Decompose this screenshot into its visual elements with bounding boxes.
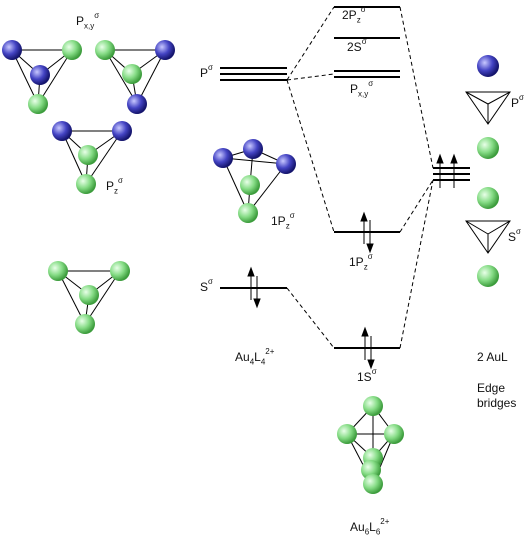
atom-green — [238, 203, 258, 223]
label-au4l4: Au4L42+ — [235, 347, 275, 367]
level-aul — [433, 167, 470, 181]
label-pxy-level: Px,yσ — [350, 79, 374, 99]
atom-blue — [52, 121, 72, 141]
label-2pz: 2Pzσ — [342, 5, 366, 25]
level-p-sigma — [220, 67, 287, 81]
atom-green — [384, 424, 404, 444]
atom-green — [76, 174, 96, 194]
atom-green — [62, 40, 82, 60]
label-bridges: bridges — [477, 396, 517, 410]
atom-green — [78, 145, 98, 165]
label-pxy-fragment: Px,yσ — [76, 11, 100, 31]
label-pz-fragment: Pzσ — [106, 176, 123, 196]
atom-green — [240, 175, 260, 195]
correlation-lines — [286, 6, 434, 349]
atom-green — [363, 474, 383, 494]
atom-blue — [243, 139, 263, 159]
atom-blue — [30, 65, 50, 85]
atom-green — [110, 261, 130, 281]
label-right-s-sigma: Sσ — [508, 227, 521, 245]
label-2-aul: 2 AuL — [477, 350, 508, 364]
atom-green — [75, 314, 95, 334]
atom-blue — [112, 121, 132, 141]
atom-blue — [155, 40, 175, 60]
label-p-sigma: Pσ — [200, 63, 213, 81]
electrons-aul — [436, 153, 458, 188]
level-pxy — [334, 70, 400, 78]
atom-green — [48, 261, 68, 281]
electron-pair-s — [247, 266, 261, 309]
electron-pair-1s — [361, 326, 375, 370]
atom-blue — [127, 94, 147, 114]
label-edge: Edge — [477, 381, 506, 395]
atom-green — [122, 64, 142, 84]
s-sigma-glyph — [465, 220, 511, 254]
atom-green — [95, 40, 115, 60]
atom-green — [79, 285, 99, 305]
atom-green — [363, 396, 383, 416]
p-sigma-glyph — [465, 91, 511, 125]
label-2s: 2Sσ — [347, 37, 367, 55]
atom-green — [477, 265, 499, 287]
label-s-sigma: Sσ — [200, 277, 213, 295]
label-1s: 1Sσ — [357, 367, 377, 385]
atom-blue — [213, 148, 233, 168]
atom-green — [477, 137, 499, 159]
label-au6l6: Au6L62+ — [350, 517, 390, 537]
atom-green — [477, 187, 499, 209]
electron-pair-1pz — [360, 211, 374, 254]
atom-blue — [276, 154, 296, 174]
atom-blue — [2, 40, 22, 60]
label-right-p-sigma: Pσ — [511, 93, 524, 111]
label-1pz-cluster: 1Pzσ — [271, 211, 295, 231]
atom-blue — [477, 55, 499, 77]
atom-green — [28, 94, 48, 114]
label-1pz-level: 1Pzσ — [349, 252, 373, 272]
atom-green — [337, 424, 357, 444]
